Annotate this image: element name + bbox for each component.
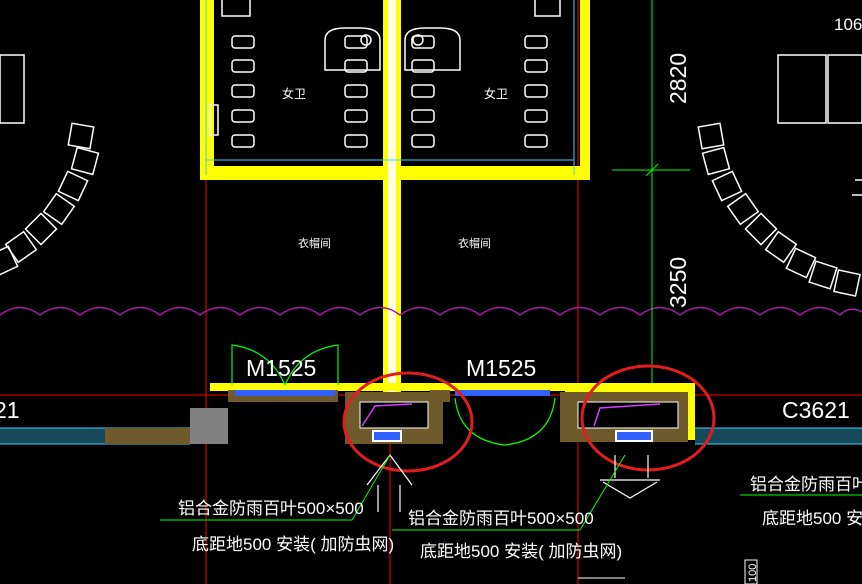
vestibule-left bbox=[345, 392, 443, 444]
dimension-label-top-right: 106 bbox=[834, 15, 862, 34]
room-label-right-toilet: 女卫 bbox=[484, 86, 508, 101]
door-label-left: M1525 bbox=[246, 355, 316, 381]
dimension-label-bottom: 100 bbox=[747, 564, 759, 582]
arc-seating-right bbox=[697, 54, 862, 297]
bottom-ticks bbox=[578, 559, 758, 584]
arc-seating-left bbox=[0, 54, 100, 277]
annotation-left-line2: 底距地500 安装( 加防虫网) bbox=[192, 535, 394, 554]
vestibule-right bbox=[560, 392, 688, 442]
window-label-right: C3621 bbox=[782, 397, 850, 423]
dimension-line bbox=[160, 0, 862, 531]
room-label-left-cloakroom: 衣帽间 bbox=[298, 236, 331, 250]
annotation-right-line1: 铝合金防雨百叶500×500 bbox=[750, 475, 862, 494]
annotation-left-line1: 铝合金防雨百叶500×500 bbox=[178, 499, 364, 518]
door-label-middle: M1525 bbox=[466, 355, 536, 381]
window-label-left: 21 bbox=[0, 397, 20, 423]
toilet-fixtures-left bbox=[209, 0, 381, 148]
exterior-wall bbox=[0, 383, 862, 445]
annotation-middle-line2: 底距地500 安装( 加防虫网) bbox=[420, 542, 622, 561]
highlight-left-vestibule bbox=[342, 371, 474, 473]
dimension-label-upper: 2820 bbox=[665, 53, 691, 104]
room-label-right-cloakroom: 衣帽间 bbox=[458, 236, 491, 250]
annotation-right-line2: 底距地500 安装( 加防虫网) bbox=[762, 509, 862, 528]
leader-lines bbox=[351, 454, 626, 531]
toilet-fixtures-right bbox=[404, 0, 561, 148]
curtain-line bbox=[0, 306, 862, 316]
dimension-label-lower: 3250 bbox=[665, 257, 691, 308]
room-label-left-toilet: 女卫 bbox=[282, 86, 306, 101]
annotation-middle-line1: 铝合金防雨百叶500×500 bbox=[408, 509, 594, 528]
